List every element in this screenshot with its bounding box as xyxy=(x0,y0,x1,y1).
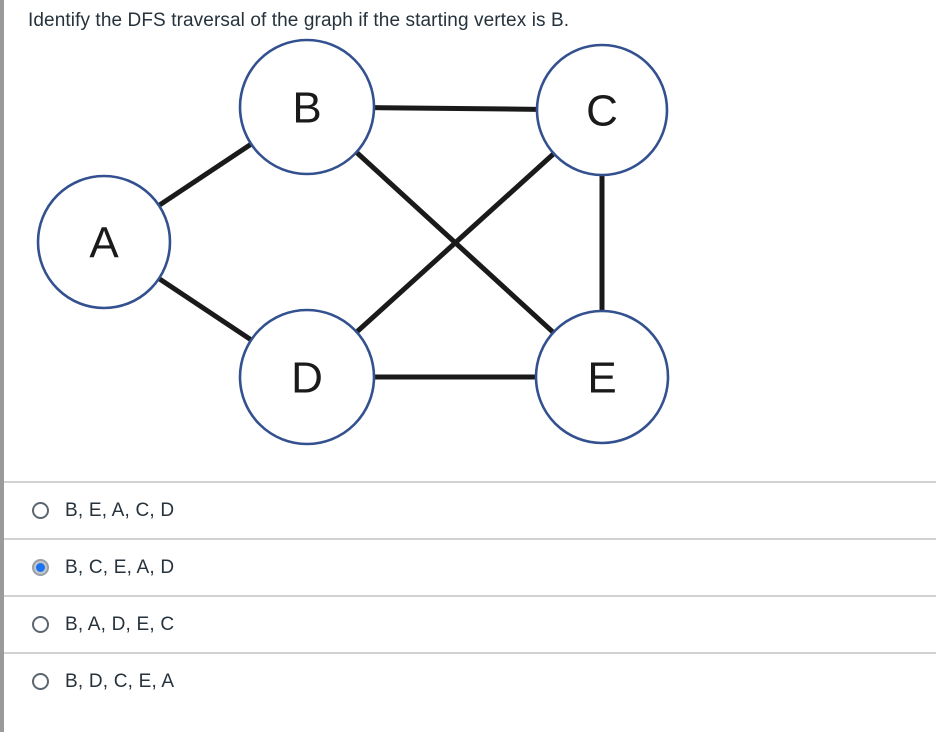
graph-node-circle-b xyxy=(238,38,376,176)
graph-node-circle-d xyxy=(238,308,376,446)
radio-button-1[interactable] xyxy=(32,502,49,519)
answer-option-4[interactable]: B, D, C, E, A xyxy=(4,652,936,709)
graph-node-circle-e xyxy=(534,309,670,445)
graph-node-b: B xyxy=(238,38,376,176)
graph-node-group: A B C D E xyxy=(36,38,670,446)
radio-button-4[interactable] xyxy=(32,673,49,690)
graph-node-label-a: A xyxy=(89,219,119,268)
graph-node-label-c: C xyxy=(586,87,618,136)
answer-option-3[interactable]: B, A, D, E, C xyxy=(4,595,936,652)
question-prompt: Identify the DFS traversal of the graph … xyxy=(28,10,570,31)
graph-node-c: C xyxy=(535,43,669,177)
answer-option-label-3: B, A, D, E, C xyxy=(65,613,175,635)
answer-option-1[interactable]: B, E, A, C, D xyxy=(4,481,936,538)
answer-option-label-1: B, E, A, C, D xyxy=(65,499,175,521)
graph-node-label-b: B xyxy=(292,84,321,133)
graph-node-d: D xyxy=(238,308,376,446)
graph-edge-group xyxy=(157,105,605,380)
graph-node-label-d: D xyxy=(291,354,323,403)
question-page: Identify the DFS traversal of the graph … xyxy=(4,0,936,732)
graph-node-e: E xyxy=(534,309,670,445)
answer-option-2[interactable]: B, C, E, A, D xyxy=(4,538,936,595)
graph-node-a: A xyxy=(36,174,172,310)
answer-option-label-4: B, D, C, E, A xyxy=(65,670,175,692)
answer-options-list[interactable]: B, E, A, C, D B, C, E, A, D B, A, D, E, C B… xyxy=(4,481,936,709)
left-edge-rail xyxy=(0,0,4,732)
graph-edge-a-b xyxy=(157,142,253,208)
graph-diagram: A B C D E xyxy=(4,36,724,466)
graph-node-circle-a xyxy=(36,174,172,310)
radio-button-3[interactable] xyxy=(32,616,49,633)
graph-edge-a-d xyxy=(157,276,253,342)
graph-edge-b-c xyxy=(373,105,538,112)
graph-svg: A B C D E xyxy=(36,38,670,446)
graph-node-circle-c xyxy=(535,43,669,177)
answer-option-label-2: B, C, E, A, D xyxy=(65,556,175,578)
radio-button-2[interactable] xyxy=(32,559,49,576)
graph-node-label-e: E xyxy=(587,354,616,403)
graph-edge-c-d xyxy=(354,151,556,334)
